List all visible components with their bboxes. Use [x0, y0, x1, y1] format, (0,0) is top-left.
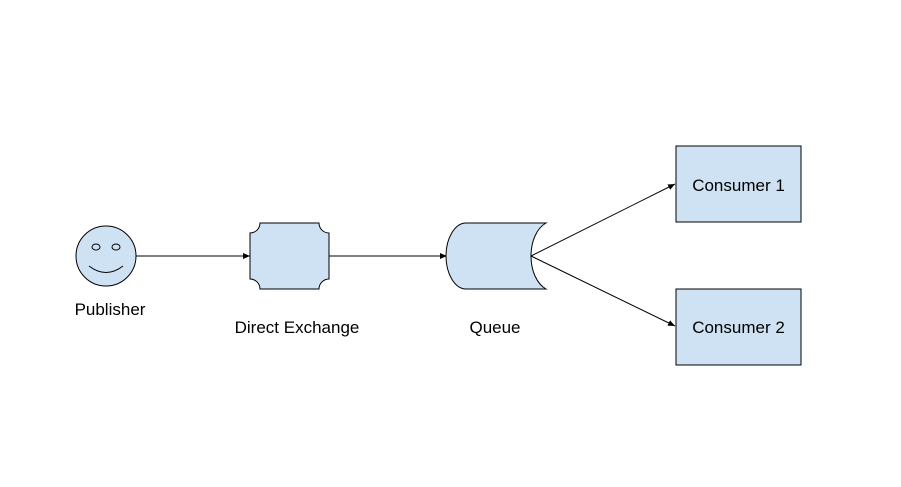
edge-queue-to-consumer-2 [530, 255, 676, 327]
exchange-plaque-icon [249, 222, 330, 290]
publisher-node[interactable]: Publisher [75, 225, 146, 319]
exchange-label: Direct Exchange [235, 318, 360, 337]
queue-cylinder-icon [445, 222, 548, 290]
smiley-face-icon [75, 225, 137, 287]
consumer-1-label: Consumer 1 [692, 176, 785, 195]
consumer-2-label: Consumer 2 [692, 318, 785, 337]
queue-label: Queue [469, 318, 520, 337]
consumer-1-node[interactable]: Consumer 1 [675, 145, 802, 223]
exchange-node[interactable]: Direct Exchange [235, 222, 360, 337]
consumer-2-node[interactable]: Consumer 2 [675, 288, 802, 366]
publisher-label: Publisher [75, 300, 146, 319]
edge-queue-to-consumer-1 [530, 183, 676, 257]
queue-node[interactable]: Queue [445, 222, 548, 337]
